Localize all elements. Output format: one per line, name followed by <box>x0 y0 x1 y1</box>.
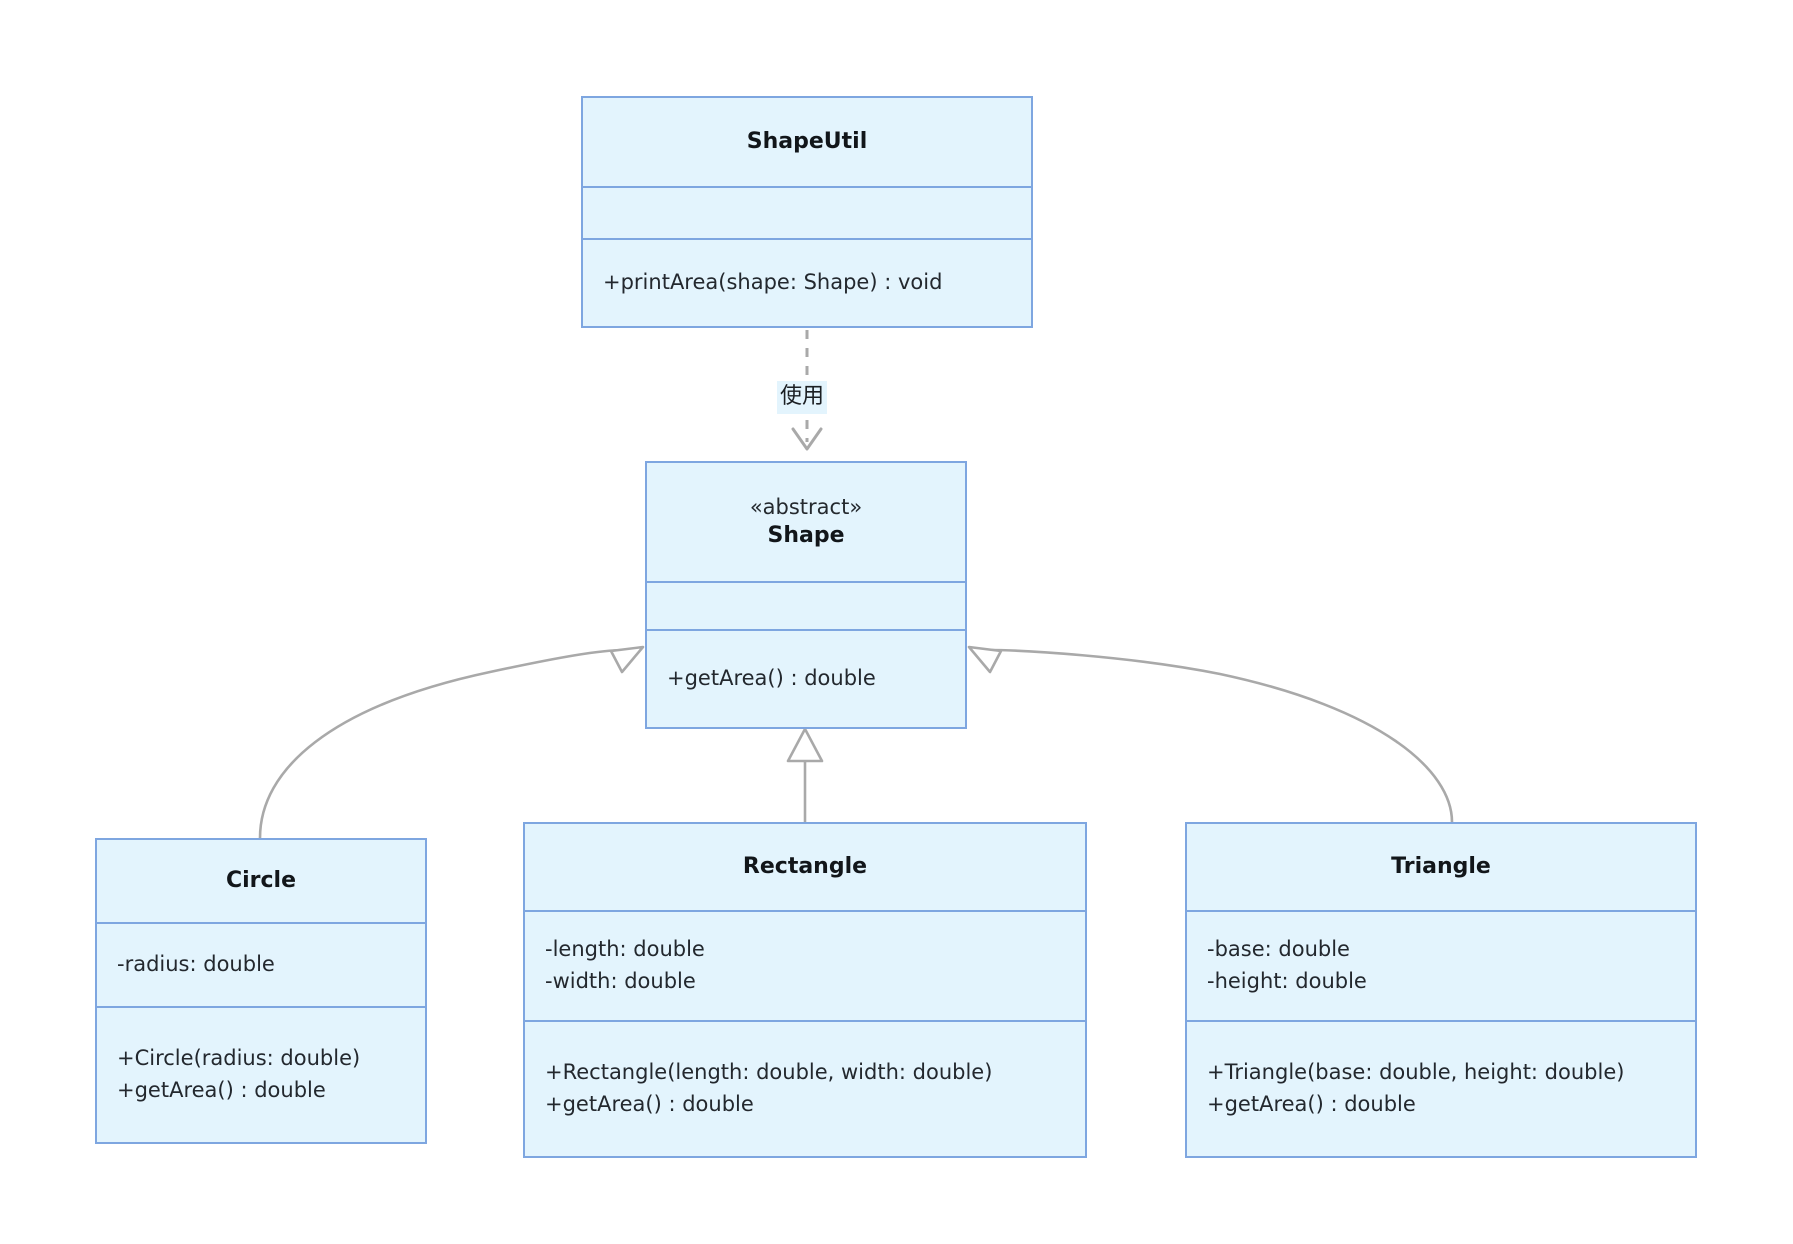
class-title-circle: Circle <box>97 840 425 922</box>
class-operations-circle: +Circle(radius: double) +getArea() : dou… <box>97 1006 425 1142</box>
class-name-label: Triangle <box>1391 854 1491 880</box>
operation-item: +Circle(radius: double) <box>117 1046 361 1071</box>
attribute-item: -length: double <box>545 937 705 962</box>
edge-generalization-circle-shape <box>258 645 645 839</box>
class-box-shape[interactable]: «abstract» Shape +getArea() : double <box>645 461 967 729</box>
class-title-triangle: Triangle <box>1187 824 1695 910</box>
class-title-shapeutil: ShapeUtil <box>583 98 1031 186</box>
hollow-triangle-arrowhead-icon <box>967 645 1003 674</box>
attribute-item: -base: double <box>1207 937 1350 962</box>
operation-item: +getArea() : double <box>1207 1092 1416 1116</box>
class-box-circle[interactable]: Circle -radius: double +Circle(radius: d… <box>95 838 427 1144</box>
operation-item: +Rectangle(length: double, width: double… <box>545 1060 993 1085</box>
operation-item: +getArea() : double <box>117 1078 326 1102</box>
class-operations-triangle: +Triangle(base: double, height: double) … <box>1187 1020 1695 1156</box>
operation-item: +getArea() : double <box>545 1092 754 1116</box>
class-name-label: ShapeUtil <box>746 129 868 155</box>
edge-generalization-rectangle-shape <box>786 727 824 822</box>
class-box-shapeutil[interactable]: ShapeUtil +printArea(shape: Shape) : voi… <box>581 96 1033 328</box>
class-stereotype-label: «abstract» <box>749 494 863 519</box>
open-arrowhead-icon <box>791 427 823 451</box>
class-name-label: Shape <box>767 523 845 549</box>
attribute-item: -radius: double <box>117 952 275 977</box>
class-operations-shape: +getArea() : double <box>647 629 965 727</box>
class-name-label: Circle <box>225 868 297 894</box>
operation-item: +printArea(shape: Shape) : void <box>603 270 943 295</box>
hollow-triangle-arrowhead-icon <box>786 727 824 763</box>
class-attributes-triangle: -base: double -height: double <box>1187 910 1695 1020</box>
class-attributes-shapeutil <box>583 186 1031 238</box>
class-operations-shapeutil: +printArea(shape: Shape) : void <box>583 238 1031 326</box>
class-title-rectangle: Rectangle <box>525 824 1085 910</box>
class-operations-rectangle: +Rectangle(length: double, width: double… <box>525 1020 1085 1156</box>
class-box-triangle[interactable]: Triangle -base: double -height: double +… <box>1185 822 1697 1158</box>
class-attributes-circle: -radius: double <box>97 922 425 1006</box>
class-attributes-shape <box>647 581 965 629</box>
edge-label-uses: 使用 <box>777 381 828 414</box>
class-title-shape: «abstract» Shape <box>647 463 965 581</box>
class-box-rectangle[interactable]: Rectangle -length: double -width: double… <box>523 822 1087 1158</box>
operation-item: +Triangle(base: double, height: double) <box>1207 1060 1625 1085</box>
class-attributes-rectangle: -length: double -width: double <box>525 910 1085 1020</box>
edge-generalization-triangle-shape <box>967 645 1454 823</box>
attribute-item: -height: double <box>1207 969 1367 993</box>
hollow-triangle-arrowhead-icon <box>609 645 645 674</box>
operation-item: +getArea() : double <box>667 666 876 691</box>
class-name-label: Rectangle <box>742 854 868 880</box>
attribute-item: -width: double <box>545 969 696 993</box>
